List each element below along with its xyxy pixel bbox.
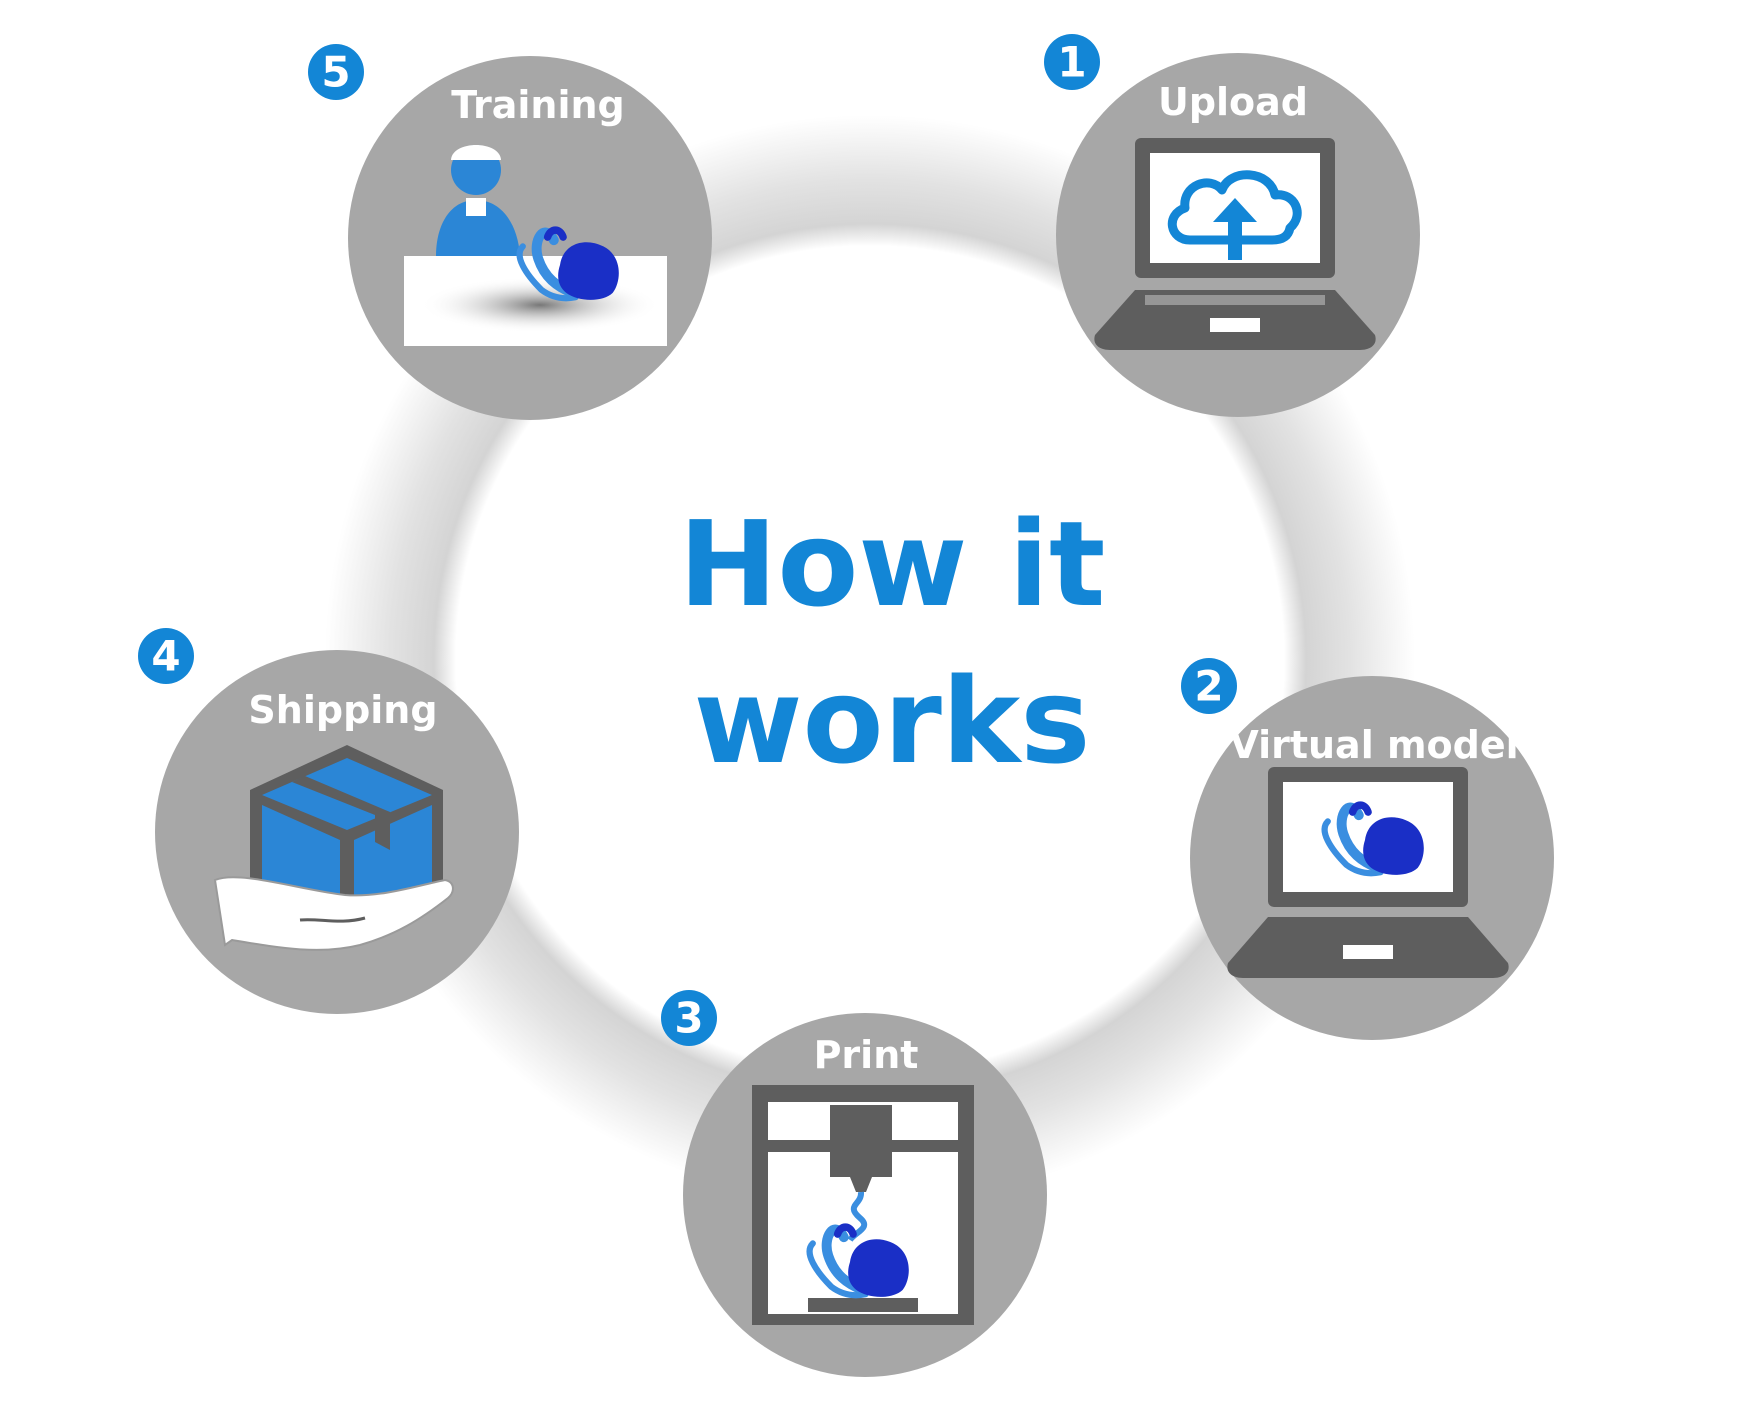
laptop-upload-icon <box>1094 138 1376 350</box>
step-virtual-model: Virtual model <box>1190 676 1554 1040</box>
3d-printer-icon <box>752 1085 974 1325</box>
svg-text:2: 2 <box>1194 662 1223 711</box>
step-label: Print <box>814 1033 919 1077</box>
center-title-line-1: How it <box>679 495 1106 633</box>
step-number-badge-4: 4 <box>138 628 194 684</box>
step-number-badge-2: 2 <box>1181 658 1237 714</box>
step-number-badge-5: 5 <box>308 44 364 100</box>
surgeon-training-icon <box>404 145 667 346</box>
svg-text:5: 5 <box>321 48 350 97</box>
step-label: Shipping <box>248 688 437 732</box>
svg-text:4: 4 <box>151 632 180 681</box>
svg-text:1: 1 <box>1057 38 1086 87</box>
step-training: Training <box>348 56 712 420</box>
step-print: Print <box>683 1013 1047 1377</box>
step-label: Training <box>451 83 625 127</box>
laptop-heart-icon <box>1227 767 1509 978</box>
step-number-badge-3: 3 <box>661 990 717 1046</box>
step-label: Virtual model <box>1229 723 1518 767</box>
step-upload: Upload <box>1056 53 1420 417</box>
step-shipping: Shipping <box>155 650 519 1014</box>
step-number-badge-1: 1 <box>1044 34 1100 90</box>
center-title-line-2: works <box>694 652 1091 790</box>
step-label: Upload <box>1158 80 1308 124</box>
package-hand-icon <box>213 745 454 951</box>
svg-text:3: 3 <box>674 994 703 1043</box>
